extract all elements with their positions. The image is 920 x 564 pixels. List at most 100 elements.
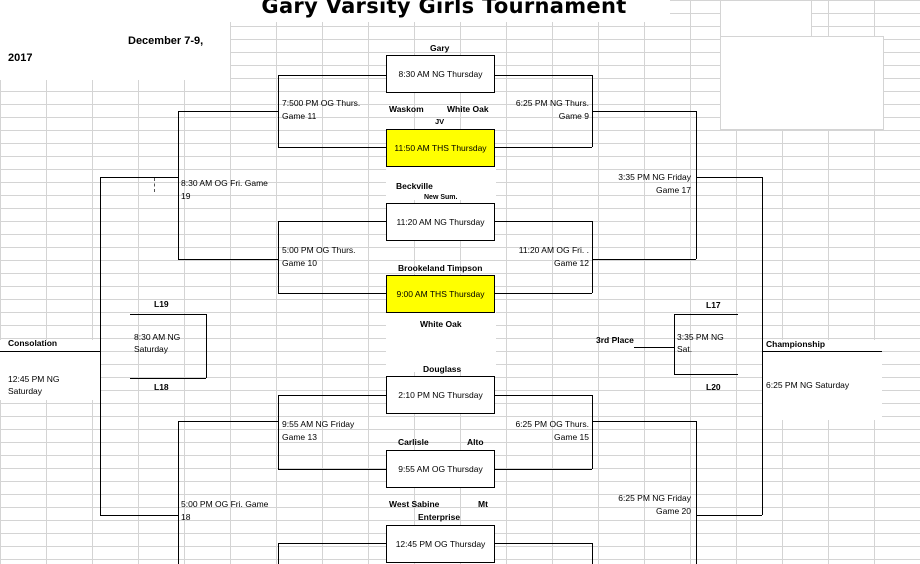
- bracket-line: [130, 378, 206, 379]
- bracket-line: [278, 75, 279, 147]
- merged-cell-right-top: [720, 0, 812, 38]
- game-slot-box: 9:00 AM THS Thursday: [386, 275, 495, 313]
- bracket-line: [592, 111, 696, 112]
- bracket-line: [674, 314, 675, 374]
- semi-day: Saturday: [134, 344, 169, 354]
- team-name: Alto: [467, 437, 484, 447]
- slot-time: 2:10 PM NG Thursday: [398, 390, 483, 400]
- bracket-line: [495, 543, 592, 544]
- team-name: Enterprise: [418, 512, 461, 522]
- bracket-line: [178, 259, 278, 260]
- game-label: Game 20: [656, 506, 691, 516]
- bracket-line: [696, 515, 762, 516]
- game-time: 9:55 AM NG Friday: [282, 419, 355, 429]
- game-time: 6:25 PM NG Thurs.: [515, 98, 589, 108]
- merged-cell-left-mid: [0, 340, 100, 400]
- third-place-label: 3rd Place: [596, 335, 634, 345]
- team-name: JV: [435, 117, 445, 126]
- bracket-line: [592, 395, 593, 469]
- team-name: West Sabine: [389, 499, 440, 509]
- game-time: 6:25 PM NG Friday: [618, 493, 691, 503]
- team-name: Brookeland Timpson: [398, 263, 483, 273]
- slot-time: 9:55 AM OG Thursday: [398, 464, 483, 474]
- bracket-line: [278, 293, 386, 294]
- bracket-line: [696, 111, 697, 259]
- game-label: Game 13: [282, 432, 317, 442]
- bracket-line: [100, 177, 178, 178]
- loser-label: L18: [154, 382, 169, 392]
- game-label: Game 10: [282, 258, 317, 268]
- merged-cell-right-block: [720, 36, 884, 130]
- game-time: 11:20 AM OG Fri. .: [518, 245, 589, 255]
- bracket-line: [178, 421, 278, 422]
- team-name: Carlisle: [398, 437, 429, 447]
- game-time: 5:00 PM OG Fri. Game: [181, 499, 269, 509]
- slot-time: 8:30 AM NG Thursday: [398, 69, 483, 79]
- semi-day: Sat.: [677, 344, 693, 354]
- loser-label: L19: [154, 299, 169, 309]
- game-time: 7:500 PM OG Thurs.: [282, 98, 361, 108]
- bracket-line: [178, 111, 179, 259]
- game-slot-box: 11:50 AM THS Thursday: [386, 129, 495, 167]
- bracket-line: [762, 177, 763, 515]
- game-label: 18: [181, 512, 191, 522]
- bracket-line: [495, 75, 592, 76]
- team-name: Douglass: [423, 364, 462, 374]
- bracket-line: [495, 293, 592, 294]
- bracket-line: [278, 543, 279, 564]
- game-time: 8:30 AM OG Fri. Game: [181, 178, 268, 188]
- game-time: 6:25 PM OG Thurs.: [515, 419, 589, 429]
- bracket-line: [278, 221, 386, 222]
- team-name: White Oak: [447, 104, 489, 114]
- bracket-line: [762, 351, 882, 352]
- championship-time: 6:25 PM NG Saturday: [766, 380, 850, 390]
- bracket-line: [696, 421, 697, 564]
- bracket-line: [696, 177, 762, 178]
- bracket-line: [495, 469, 592, 470]
- loser-label: L17: [706, 300, 721, 310]
- bracket-line: [178, 421, 179, 564]
- team-name: Gary: [430, 43, 450, 53]
- game-label: Game 12: [554, 258, 589, 268]
- bracket-line: [674, 374, 738, 375]
- bracket-line: [278, 221, 279, 293]
- game-slot-box: 9:55 AM OG Thursday: [386, 450, 495, 488]
- championship-label: Championship: [766, 339, 826, 349]
- consolation-day: Saturday: [8, 386, 43, 396]
- bracket-line: [592, 221, 593, 293]
- bracket-line: [278, 395, 386, 396]
- slot-time: 11:20 AM NG Thursday: [396, 217, 485, 227]
- merged-cell-right-mid: [762, 340, 882, 420]
- bracket-line: [495, 147, 592, 148]
- bracket-line: [495, 395, 592, 396]
- bracket-line: [278, 147, 386, 148]
- bracket-line: [178, 111, 278, 112]
- team-name: New Sum.: [424, 194, 458, 201]
- game-time: 3:35 PM NG Friday: [618, 172, 691, 182]
- bracket-line: [0, 351, 100, 352]
- semi-time: 3:35 PM NG: [677, 332, 724, 342]
- bracket-line: [100, 515, 178, 516]
- dates-text: December 7-9,: [128, 35, 204, 47]
- bracket-line: [278, 469, 386, 470]
- bracket-line: [592, 259, 696, 260]
- bracket-line: [130, 314, 206, 315]
- game-label: Game 9: [558, 111, 589, 121]
- bracket-line: [278, 395, 279, 469]
- game-slot-box: 11:20 AM NG Thursday: [386, 203, 495, 241]
- game-label: 19: [181, 191, 191, 201]
- bracket-line: [206, 314, 207, 378]
- bracket-line: [634, 347, 674, 348]
- game-label: Game 15: [554, 432, 589, 442]
- bracket-line: [100, 177, 101, 515]
- slot-time: 11:50 AM THS Thursday: [394, 143, 487, 153]
- game-label: Game 11: [282, 111, 317, 121]
- bracket-line: [674, 314, 738, 315]
- team-name: Mt: [478, 499, 488, 509]
- consolation-label: Consolation: [8, 338, 58, 348]
- semi-time: 8:30 AM NG: [134, 332, 181, 342]
- bracket-line: [278, 543, 386, 544]
- bracket-line: [278, 75, 386, 76]
- bracket-line: [592, 543, 593, 564]
- team-name: Waskom: [389, 104, 424, 114]
